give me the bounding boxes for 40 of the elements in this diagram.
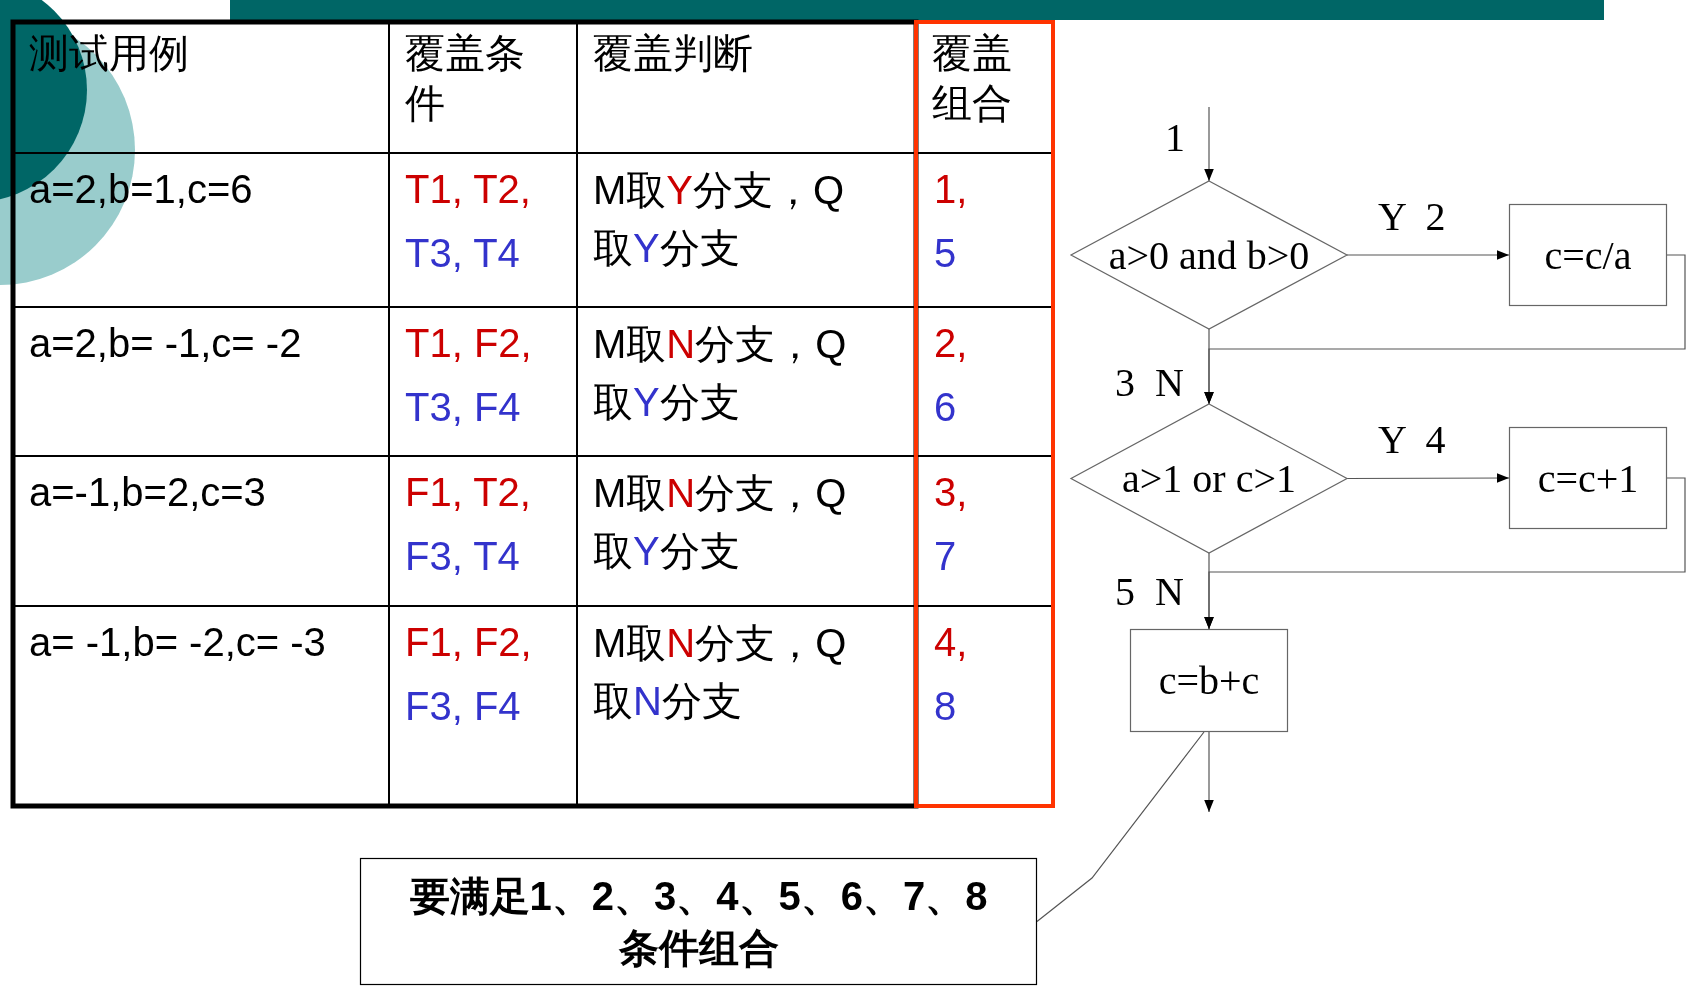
arrow: [1204, 106, 1214, 182]
decision-text: M取Y分支，Q取Y分支: [592, 167, 846, 272]
decision-text: M取N分支，Q取Y分支: [592, 470, 848, 575]
test-case-text: a=2,b= -1,c= -2: [28, 320, 303, 367]
condition-text: T3, F4: [405, 384, 521, 431]
note-box: 要满足1、2、3、4、5、6、7、8条件组合: [360, 858, 1037, 985]
combination-number: 4,: [934, 619, 968, 666]
combination-number: 7: [934, 533, 957, 580]
decision-text: M取N分支，Q取N分支: [592, 620, 848, 725]
combination-number: 3,: [934, 469, 968, 516]
combination-number: 5: [934, 230, 957, 277]
column-header: 覆盖组合: [931, 30, 1013, 127]
decision-diamond: a>1 or c>1: [1071, 404, 1347, 553]
leader-line: [1036, 731, 1205, 923]
decision-text: M取N分支，Q取Y分支: [592, 321, 848, 426]
condition-text: T1, F2,: [405, 320, 532, 367]
test-case-text: a= -1,b= -2,c= -3: [28, 619, 327, 666]
test-case-text: a=-1,b=2,c=3: [28, 469, 267, 516]
condition-text: F1, F2,: [405, 619, 532, 666]
arrow: [1346, 250, 1510, 260]
process-box: c=b+c: [1130, 629, 1288, 732]
test-case-text: a=2,b=1,c=6: [28, 166, 254, 213]
process-box: c=c+1: [1509, 427, 1667, 529]
condition-text: T1, T2,: [405, 166, 531, 213]
arrow: [1204, 477, 1686, 630]
arrow: [1204, 731, 1214, 813]
process-box: c=c/a: [1509, 204, 1667, 306]
combination-number: 6: [934, 384, 957, 431]
column-header: 覆盖判断: [592, 30, 754, 77]
column-header: 覆盖条件: [404, 30, 526, 127]
arrow: [1346, 473, 1510, 483]
condition-text: F3, T4: [405, 533, 520, 580]
condition-text: T3, T4: [405, 230, 520, 277]
condition-text: F1, T2,: [405, 469, 531, 516]
arrow: [1204, 254, 1686, 405]
combination-number: 1,: [934, 166, 968, 213]
condition-text: F3, F4: [405, 683, 521, 730]
combination-number: 2,: [934, 320, 968, 367]
combination-number: 8: [934, 683, 957, 730]
decision-diamond: a>0 and b>0: [1071, 181, 1347, 329]
